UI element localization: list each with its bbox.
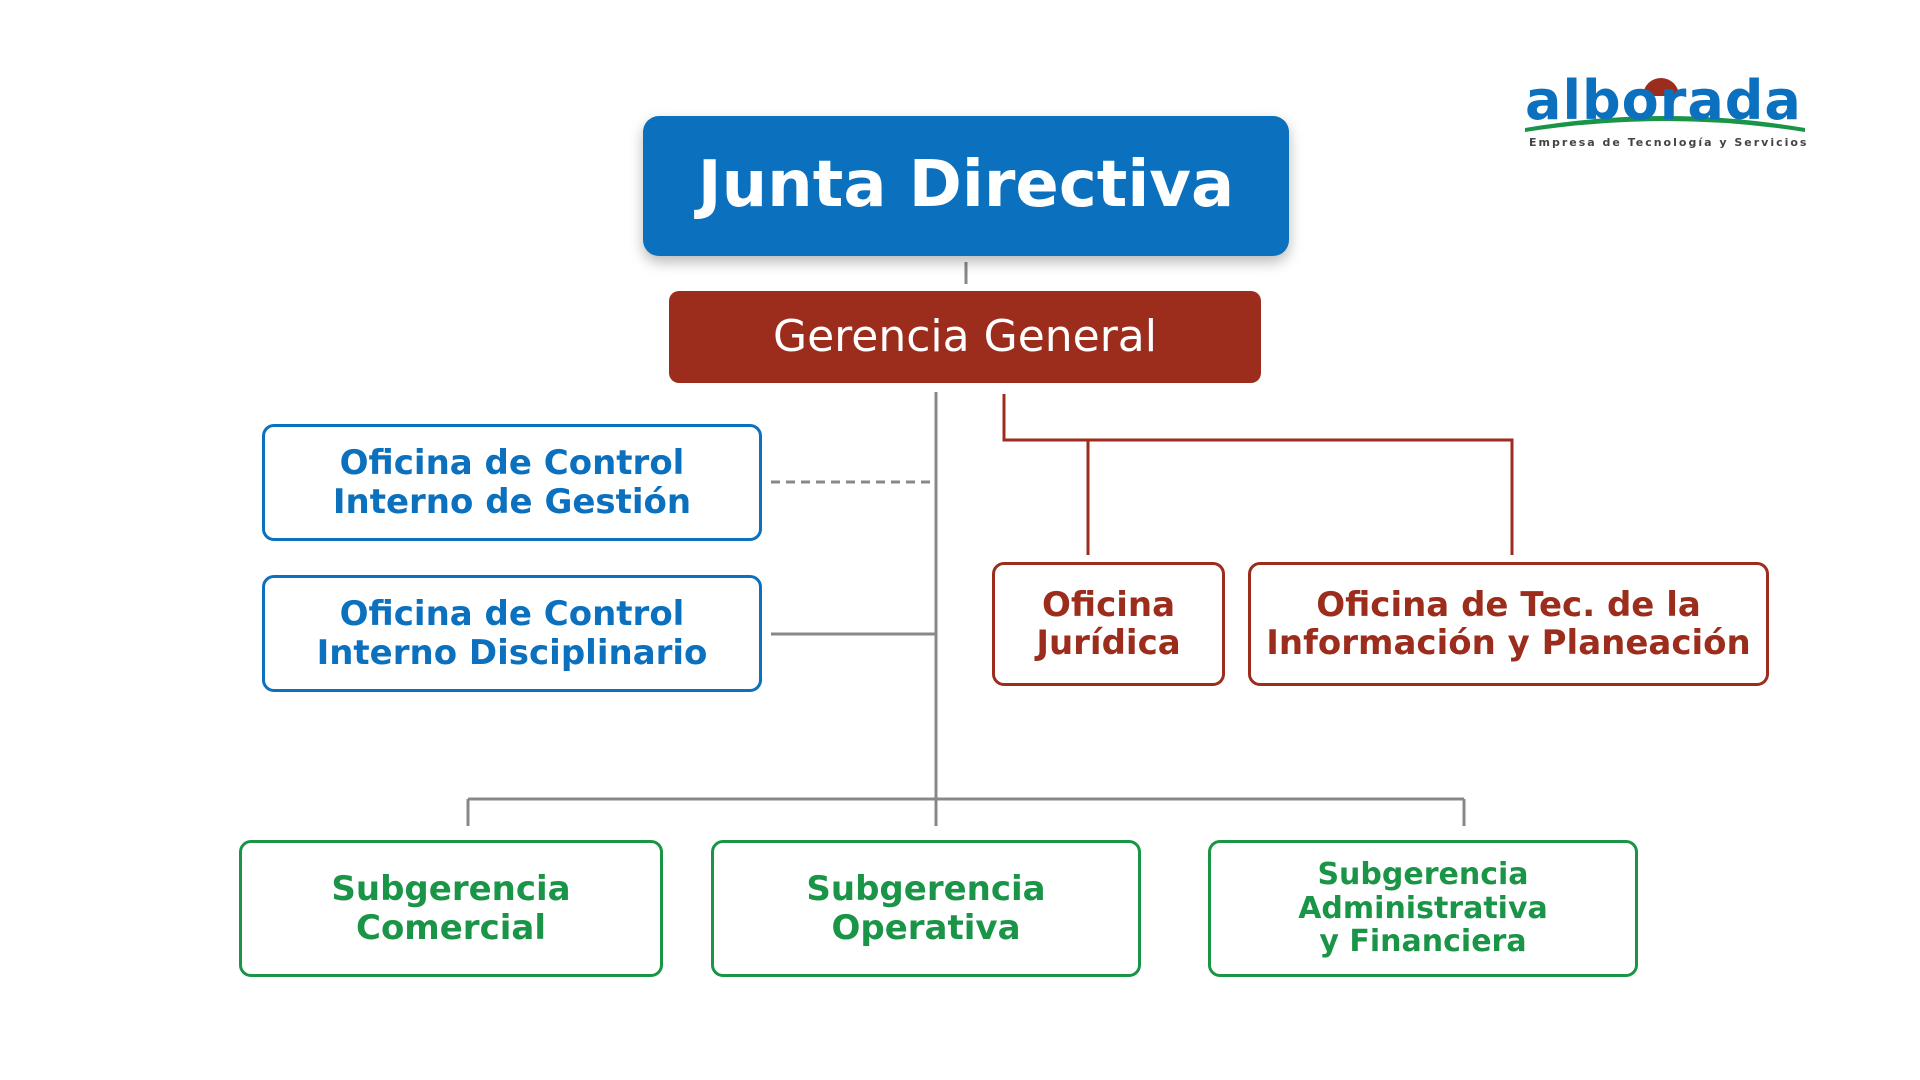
subgerencia-administrativa-line1: Subgerencia <box>1317 857 1529 893</box>
logo-swoosh-icon <box>1525 78 1805 132</box>
oficina-control-disciplinario-line2: Interno Disciplinario <box>316 632 708 673</box>
subgerencia-administrativa-box: Subgerencia Administrativa y Financiera <box>1208 840 1638 977</box>
logo-wordmark: alborada <box>1525 69 1802 132</box>
subgerencia-comercial-line2: Comercial <box>356 907 546 948</box>
subgerencia-comercial-box: Subgerencia Comercial <box>239 840 663 977</box>
subgerencia-operativa-box: Subgerencia Operativa <box>711 840 1141 977</box>
gerencia-general-label: Gerencia General <box>772 311 1157 363</box>
oficina-control-disciplinario-line1: Oficina de Control <box>339 594 685 635</box>
oficina-juridica-line2: Jurídica <box>1036 623 1181 663</box>
oficina-juridica-box: Oficina Jurídica <box>992 562 1225 686</box>
oficina-tecnologia-box: Oficina de Tec. de la Información y Plan… <box>1248 562 1769 686</box>
subgerencia-comercial-line1: Subgerencia <box>331 869 571 910</box>
oficina-tecnologia-line1: Oficina de Tec. de la <box>1316 584 1701 625</box>
gerencia-general-box: Gerencia General <box>669 291 1261 383</box>
oficina-tecnologia-line2: Información y Planeación <box>1266 623 1751 663</box>
oficina-control-disciplinario-box: Oficina de Control Interno Disciplinario <box>262 575 762 692</box>
subgerencia-administrativa-line2: Administrativa <box>1298 890 1548 926</box>
oficina-control-gestion-line1: Oficina de Control <box>339 443 685 484</box>
oficina-control-gestion-line2: Interno de Gestión <box>332 481 692 522</box>
subgerencia-operativa-line1: Subgerencia <box>806 869 1046 910</box>
junta-directiva-label: Junta Directiva <box>697 148 1235 223</box>
oficina-control-gestion-box: Oficina de Control Interno de Gestión <box>262 424 762 541</box>
subgerencia-operativa-line2: Operativa <box>831 907 1021 948</box>
oficina-juridica-line1: Oficina <box>1041 584 1176 625</box>
subgerencia-administrativa-line3: y Financiera <box>1319 924 1527 960</box>
junta-directiva-box: Junta Directiva <box>643 116 1289 256</box>
staff-branch-line <box>1002 394 1514 555</box>
logo-tagline: Empresa de Tecnología y Servicios <box>1529 136 1809 149</box>
alborada-logo: alborada Empresa de Tecnología y Servici… <box>1525 69 1809 164</box>
